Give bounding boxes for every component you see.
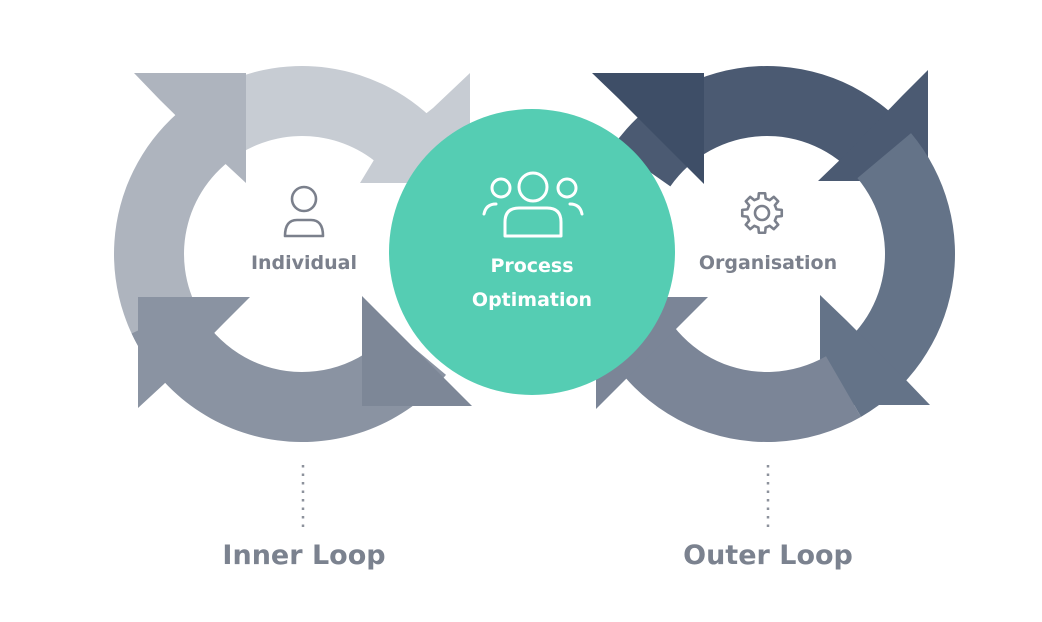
outer-loop-cycle [581, 65, 955, 443]
inner-loop-label: Inner Loop [222, 540, 386, 571]
inner-left-arrow-body [113, 91, 243, 348]
inner-loop-cycle [113, 66, 472, 442]
outer-right-arrow-head [820, 295, 930, 405]
inner-bottom-arrow-head [138, 297, 250, 408]
individual-label: Individual [250, 252, 358, 274]
outer-loop-label: Outer Loop [683, 540, 853, 571]
organisation-label: Organisation [698, 252, 838, 274]
process-optimation-circle [389, 109, 675, 395]
person-icon [283, 185, 325, 238]
gear-icon [740, 191, 784, 235]
outer-left-arrow-head [592, 73, 704, 184]
inner-bottom-arrow-body [131, 303, 447, 442]
team-icon [482, 171, 584, 238]
center-label-line1: Process [490, 255, 574, 277]
process-optimation-label: Process Optimation [452, 249, 612, 317]
center-label-line2: Optimation [471, 289, 593, 311]
inner-left-arrow-head [134, 73, 246, 183]
inner-top-arrow-body [202, 66, 442, 176]
inner-right-arrow-head [362, 296, 472, 406]
